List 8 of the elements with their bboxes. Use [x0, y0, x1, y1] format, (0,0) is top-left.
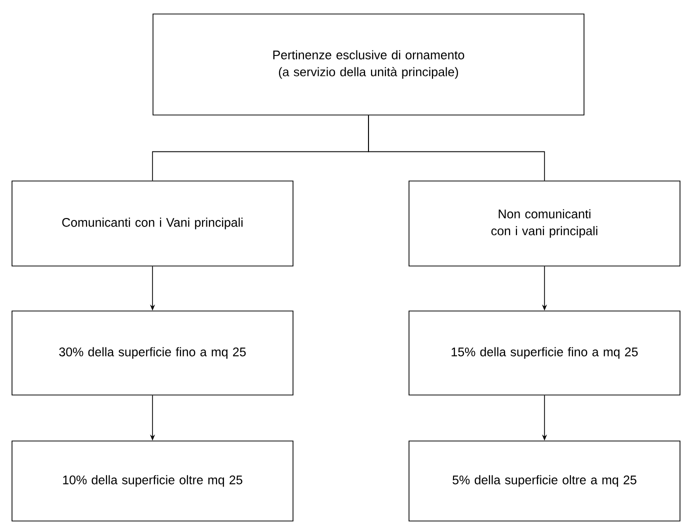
process-box: Comunicanti con i Vani principali [12, 180, 294, 266]
process-box: Non comunicanti con i vani principali [408, 180, 680, 266]
process-box: 10% della superficie oltre mq 25 [12, 440, 294, 522]
connector-line [368, 115, 545, 181]
process-box: 30% della superficie fino a mq 25 [12, 310, 294, 396]
process-box: Pertinenze esclusive di ornamento (a servizio della unità principale) [152, 14, 584, 116]
process-box: 5% della superficie oltre a mq 25 [408, 440, 680, 522]
process-box: 15% della superficie fino a mq 25 [408, 310, 680, 396]
